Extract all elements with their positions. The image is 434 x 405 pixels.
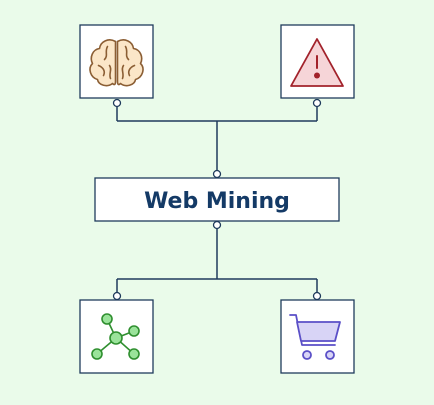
center-node-label: Web Mining — [144, 189, 290, 214]
graph-node — [101, 313, 113, 325]
node-bottom-right[interactable] — [280, 299, 355, 374]
brain-icon — [89, 39, 144, 87]
port-top-right — [312, 98, 322, 108]
port-bottom-right — [312, 291, 322, 301]
node-top-right[interactable] — [280, 24, 355, 99]
cart-basket — [296, 321, 341, 342]
node-top-left[interactable] — [79, 24, 154, 99]
port-top-left — [112, 98, 122, 108]
shopping-cart-icon — [289, 314, 341, 360]
graph-node — [128, 348, 140, 360]
graph-node — [91, 348, 103, 360]
network-graph-icon — [91, 313, 140, 360]
graph-hub-node — [109, 331, 123, 345]
node-bottom-left[interactable] — [79, 299, 154, 374]
cart-wheel — [302, 350, 312, 360]
port-center-bottom — [212, 220, 222, 230]
center-node-box — [94, 177, 340, 222]
connectors — [116, 102, 318, 297]
warning-icon — [290, 38, 344, 87]
port-center-top — [212, 169, 222, 179]
graph-node — [128, 325, 140, 337]
cart-wheel — [325, 350, 335, 360]
port-bottom-left — [112, 291, 122, 301]
warning-mark-dot — [314, 72, 320, 79]
center-node[interactable]: Web Mining — [94, 177, 340, 222]
